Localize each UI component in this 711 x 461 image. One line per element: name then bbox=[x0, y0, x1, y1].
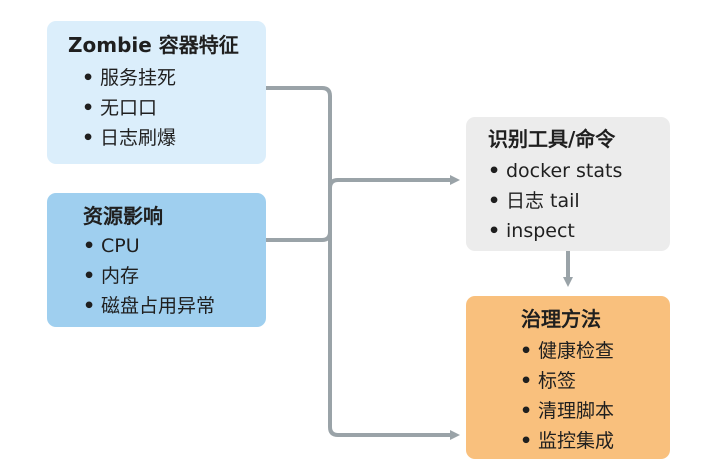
zombie-features-title: Zombie 容器特征 bbox=[68, 33, 239, 57]
arrow-to-tools bbox=[328, 175, 460, 189]
zombie-features-list: 服务挂死 无口口 日志刷爆 bbox=[68, 63, 266, 153]
list-item: 内存 bbox=[83, 261, 266, 291]
identification-tools-title: 识别工具/命令 bbox=[488, 127, 616, 151]
list-item: 磁盘占用异常 bbox=[83, 291, 266, 321]
list-item: 健康检查 bbox=[520, 336, 670, 366]
arrow-to-method bbox=[328, 234, 460, 440]
zombie-features-box: Zombie 容器特征 服务挂死 无口口 日志刷爆 bbox=[47, 21, 266, 164]
resource-impact-title: 资源影响 bbox=[83, 204, 163, 228]
governance-methods-list: 健康检查 标签 清理脚本 监控集成 bbox=[466, 336, 670, 456]
list-item: 清理脚本 bbox=[520, 396, 670, 426]
resource-impact-list: CPU 内存 磁盘占用异常 bbox=[83, 231, 266, 321]
identification-tools-list: docker stats 日志 tail inspect bbox=[488, 156, 670, 246]
governance-methods-title: 治理方法 bbox=[521, 307, 601, 331]
list-item: 日志 tail bbox=[488, 186, 670, 216]
list-item: 服务挂死 bbox=[82, 63, 266, 93]
identification-tools-box: 识别工具/命令 docker stats 日志 tail inspect bbox=[466, 117, 670, 251]
list-item: 日志刷爆 bbox=[82, 123, 266, 153]
list-item: 标签 bbox=[520, 366, 670, 396]
connector-zombie bbox=[266, 86, 332, 234]
list-item: 无口口 bbox=[82, 93, 266, 123]
list-item: CPU bbox=[83, 231, 266, 261]
governance-methods-box: 治理方法 健康检查 标签 清理脚本 监控集成 bbox=[466, 296, 670, 459]
resource-impact-box: 资源影响 CPU 内存 磁盘占用异常 bbox=[47, 193, 266, 327]
list-item: docker stats bbox=[488, 156, 670, 186]
connector-resource bbox=[266, 231, 332, 242]
list-item: 监控集成 bbox=[520, 426, 670, 456]
list-item: inspect bbox=[488, 216, 670, 246]
